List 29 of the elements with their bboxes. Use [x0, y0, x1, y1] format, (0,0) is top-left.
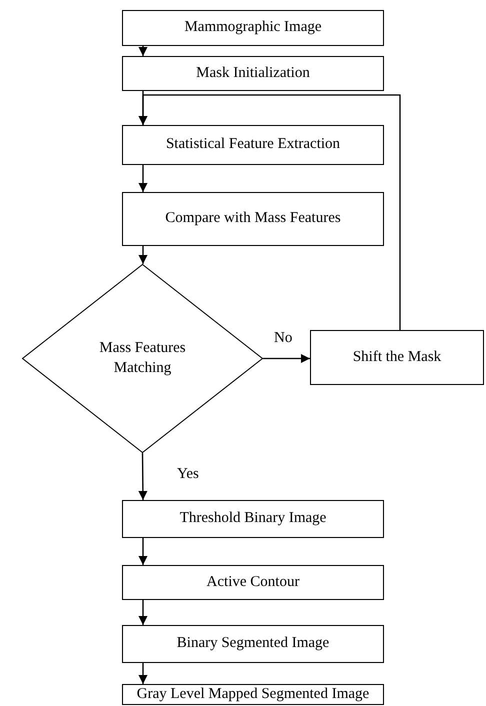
node-label: Mammographic Image: [184, 18, 322, 38]
process-box: [122, 125, 384, 165]
process-box: [122, 684, 384, 705]
arrow: [138, 246, 148, 264]
arrow: [138, 600, 148, 625]
process-box: [122, 565, 384, 600]
arrow: [138, 46, 148, 56]
node-label: Mass Features Matching: [98, 339, 187, 378]
process-box: [122, 56, 384, 91]
arrow: [138, 663, 148, 684]
arrow: [263, 354, 310, 363]
process-box: [122, 625, 384, 663]
arrow: [138, 94, 401, 330]
node-label: Shift the Mask: [352, 348, 442, 367]
process-box: [122, 500, 384, 538]
node-label: Gray Level Mapped Segmented Image: [136, 684, 370, 704]
node-label: Binary Segmented Image: [176, 634, 330, 654]
arrow: [138, 538, 148, 565]
node-label: Compare with Mass Features: [165, 209, 341, 228]
node-label: Threshold Binary Image: [180, 509, 326, 528]
process-box: [122, 10, 384, 46]
decision-diamond: [22, 264, 263, 453]
arrow: [138, 165, 148, 192]
node-label: Statistical Feature Extraction: [166, 135, 340, 154]
node-label: Mask Initialization: [196, 64, 310, 83]
node-label: Active Contour: [206, 572, 300, 592]
process-box: [122, 192, 384, 246]
arrow: [138, 453, 148, 500]
process-box: [310, 330, 484, 385]
